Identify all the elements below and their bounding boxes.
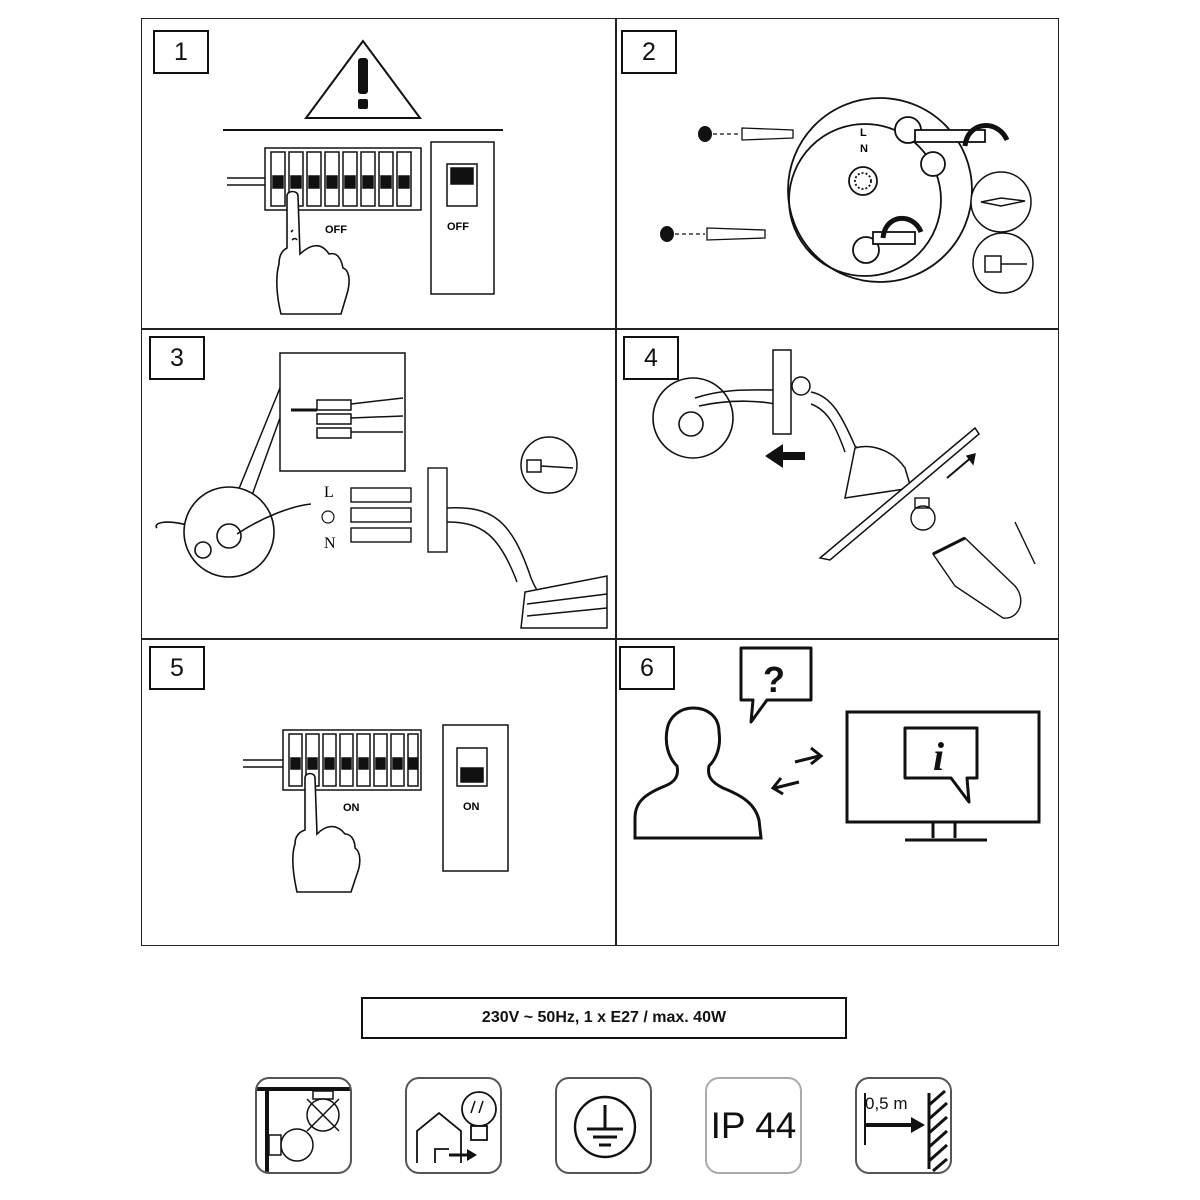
contact-support-illustration: ? i bbox=[633, 646, 1041, 842]
wall-plug-icon bbox=[675, 127, 794, 241]
hand-icon bbox=[276, 190, 350, 315]
terminal-block-icon bbox=[350, 467, 448, 553]
breaker-panel-icon bbox=[227, 147, 422, 211]
step-1-panel: 1 bbox=[141, 18, 615, 328]
step-3-number: 3 bbox=[149, 336, 205, 380]
power-on-illustration: ON ON bbox=[243, 724, 509, 893]
hand-icon bbox=[292, 772, 361, 893]
lamp-attach-illustration bbox=[652, 349, 1036, 619]
mounting-plate-icon bbox=[155, 486, 312, 578]
ip-rating-text: IP 44 bbox=[710, 1104, 797, 1146]
step-2-number: 2 bbox=[621, 30, 677, 74]
mount-base-illustration: L N bbox=[660, 97, 1034, 294]
outdoor-use-icon bbox=[405, 1077, 502, 1174]
no-ceiling-mount-icon bbox=[255, 1077, 352, 1174]
wall-switch-icon bbox=[442, 724, 509, 872]
power-off-illustration: OFF OFF bbox=[223, 39, 503, 315]
breaker-on-label: ON bbox=[343, 802, 360, 814]
wiring-illustration: L N bbox=[155, 352, 608, 629]
step-3-panel: 3 L N bbox=[141, 328, 615, 638]
grid-divider-vertical bbox=[615, 19, 617, 945]
switch-on-label: ON bbox=[463, 801, 480, 813]
step-5-panel: 5 ON bbox=[141, 638, 615, 946]
mounting-plate-icon bbox=[787, 97, 986, 283]
min-distance-icon: 0,5 m bbox=[855, 1077, 952, 1174]
monitor-icon: i bbox=[845, 710, 1041, 842]
warning-icon bbox=[304, 39, 422, 119]
instruction-grid bbox=[141, 18, 1059, 946]
lamp-arm-icon bbox=[446, 507, 608, 629]
step-4-panel: 4 bbox=[615, 328, 1059, 638]
step-4-number: 4 bbox=[623, 336, 679, 380]
wire-n-label: N bbox=[324, 535, 336, 552]
terminal-l-label: L bbox=[860, 127, 867, 139]
rotate-arrow-icon bbox=[880, 123, 1010, 239]
wire-l-label: L bbox=[324, 484, 334, 501]
grid-divider-row1 bbox=[142, 328, 1058, 330]
person-icon bbox=[633, 706, 763, 840]
step-5-number: 5 bbox=[149, 646, 205, 690]
question-bubble-icon: ? bbox=[739, 646, 813, 724]
ip-rating-icon: IP 44 bbox=[705, 1077, 802, 1174]
step-6-number: 6 bbox=[619, 646, 675, 690]
electrical-spec: 230V ~ 50Hz, 1 x E27 / max. 40W bbox=[361, 997, 847, 1039]
step-2-panel: 2 L N bbox=[615, 18, 1059, 328]
step-6-panel: 6 ? i bbox=[615, 638, 1059, 946]
step-1-number: 1 bbox=[153, 30, 209, 74]
zoom-detail-icon bbox=[235, 352, 406, 499]
svg-text:?: ? bbox=[763, 659, 785, 700]
light-bulb-icon bbox=[910, 453, 976, 531]
drill-hole-icon bbox=[660, 126, 712, 242]
lamp-body-icon bbox=[772, 349, 980, 561]
terminal-n-label: N bbox=[860, 143, 868, 155]
breaker-panel-icon bbox=[243, 729, 422, 791]
earth-ground-icon bbox=[555, 1077, 652, 1174]
glass-shade-icon bbox=[931, 521, 1036, 619]
exchange-arrows-icon bbox=[770, 746, 824, 796]
wall-switch-icon bbox=[430, 141, 495, 295]
move-arrow-icon bbox=[765, 444, 805, 468]
switch-off-label: OFF bbox=[447, 221, 469, 233]
min-distance-text: 0,5 m bbox=[865, 1094, 908, 1113]
breaker-off-label: OFF bbox=[325, 224, 347, 236]
mounting-plate-icon bbox=[652, 377, 776, 459]
svg-text:i: i bbox=[933, 734, 944, 779]
screwdriver-icon bbox=[520, 436, 578, 494]
grid-divider-row2 bbox=[142, 638, 1058, 640]
screwdriver-detail-icon bbox=[970, 171, 1034, 294]
